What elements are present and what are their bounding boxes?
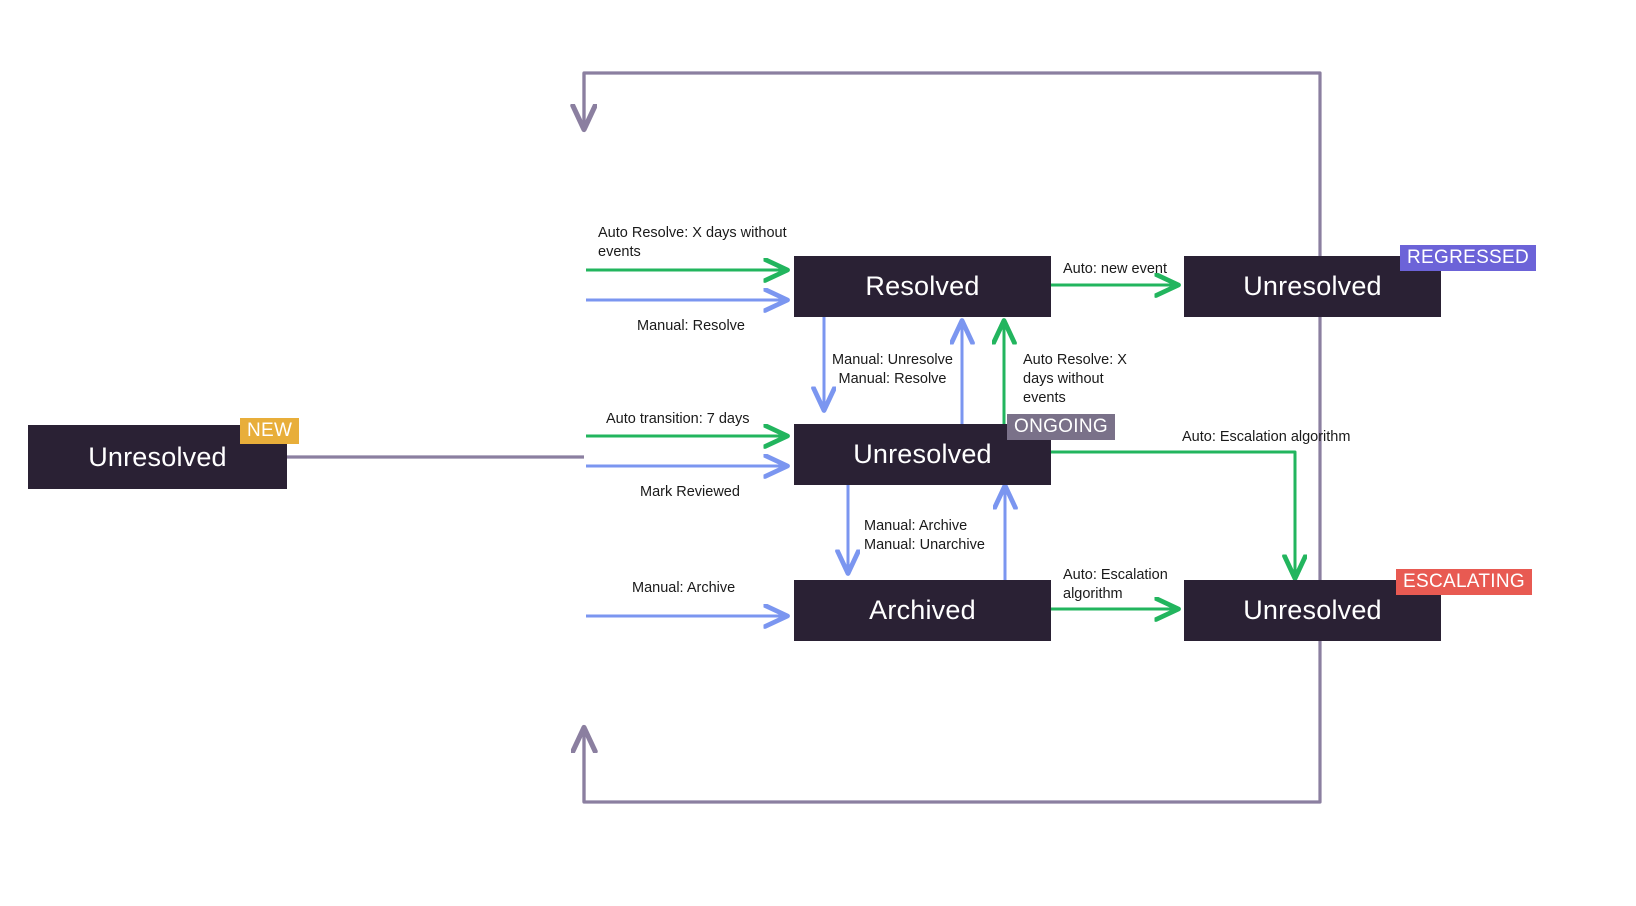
edge-label-manual-resolve-left: Manual: Resolve — [637, 318, 745, 334]
badge-label: NEW — [247, 420, 293, 441]
badge-label: REGRESSED — [1407, 247, 1530, 268]
badge-new: NEW — [240, 418, 300, 444]
node-label: Archived — [869, 595, 976, 625]
edge-label-auto-resolve-x-days-up: Auto Resolve: X days without events — [1023, 352, 1127, 406]
node-resolved[interactable]: Resolved — [794, 256, 1051, 317]
edge-label-auto-escalation-algorithm-bottom: Auto: Escalation algorithm — [1063, 567, 1168, 602]
node-new-unresolved[interactable]: Unresolved — [28, 425, 287, 489]
badge-escalating: ESCALATING — [1396, 569, 1532, 595]
node-label: Unresolved — [88, 441, 227, 472]
edge-label-manual-unresolve-resolve: Manual: Unresolve Manual: Resolve — [832, 352, 953, 387]
node-archived[interactable]: Archived — [794, 580, 1051, 641]
node-label: Unresolved — [1243, 271, 1382, 301]
edge-label-auto-escalation-algorithm-right: Auto: Escalation algorithm — [1182, 429, 1351, 445]
edge-label-manual-archive-unarchive: Manual: Archive Manual: Unarchive — [864, 518, 985, 553]
node-label: Unresolved — [1243, 595, 1382, 625]
edge-label-auto-transition-7-days: Auto transition: 7 days — [606, 411, 750, 427]
node-label: Unresolved — [853, 439, 992, 469]
node-label: Resolved — [865, 271, 980, 301]
edge-label-auto-new-event: Auto: new event — [1063, 261, 1167, 277]
edge-label-auto-resolve-x-days-top: Auto Resolve: X days without events — [598, 225, 787, 260]
badge-label: ONGOING — [1014, 416, 1108, 437]
node-regressed-unresolved[interactable]: Unresolved — [1184, 256, 1441, 317]
badge-regressed: REGRESSED — [1400, 245, 1537, 271]
edge-label-mark-reviewed: Mark Reviewed — [640, 484, 740, 500]
badge-ongoing: ONGOING — [1007, 414, 1115, 440]
edge-label-manual-archive-left: Manual: Archive — [632, 580, 736, 596]
badge-label: ESCALATING — [1403, 571, 1525, 592]
